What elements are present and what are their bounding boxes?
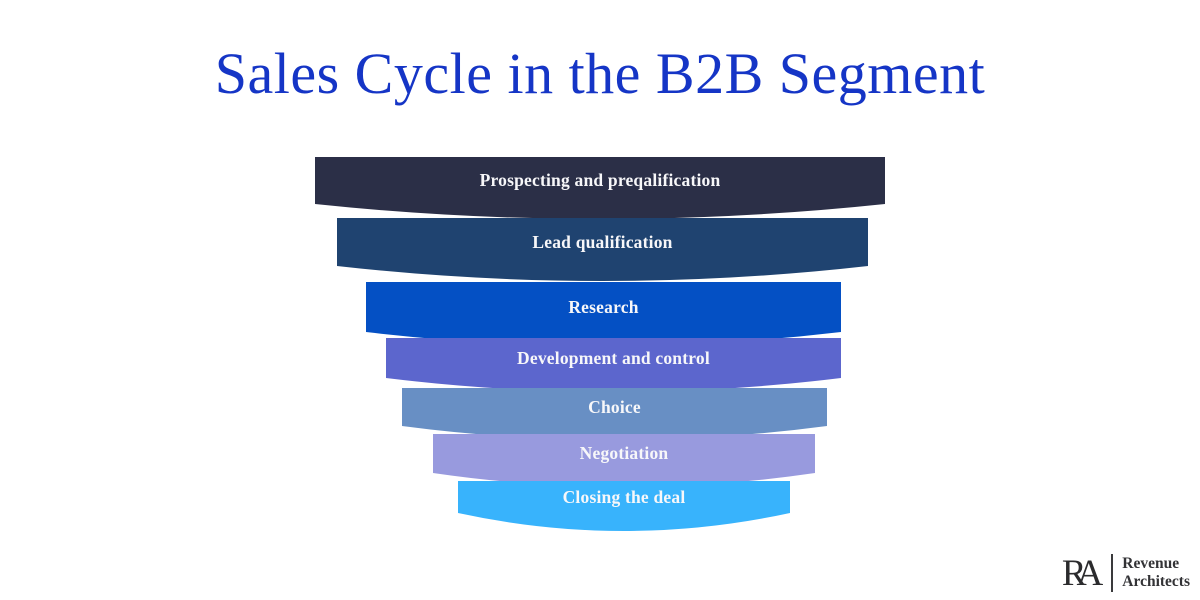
funnel-stage: Closing the deal [458,481,790,531]
funnel-stage: Choice [402,388,827,440]
funnel-stage: Development and control [386,338,841,392]
funnel-stage-shape [402,388,827,440]
funnel-stage-label: Research [568,297,639,317]
revenue-architects-logo: R A Revenue Architects [1062,554,1190,592]
funnel-stage-shape [458,481,790,531]
funnel-stage-shape [433,434,815,487]
funnel-stage-shape [315,157,885,219]
logo-line1: Revenue [1122,554,1180,572]
logo-line2: Architects [1122,573,1190,590]
funnel-stage: Negotiation [433,434,815,487]
funnel-stage-shape [337,218,868,281]
funnel-stage: Lead qualification [337,218,868,281]
funnel-stage: Prospecting and preqalification [315,157,885,219]
ra-monogram-icon: R A [1062,555,1103,592]
funnel-stage-label: Negotiation [579,443,669,463]
logo-divider [1111,554,1114,592]
funnel-stage-shape [366,282,841,346]
logo-text: Revenue Architects [1122,555,1190,592]
monogram-letter-r: R [1061,552,1087,594]
monogram-letter-a: A [1076,552,1104,594]
funnel-stage-label: Prospecting and preqalification [479,170,721,190]
funnel-stage-label: Closing the deal [562,487,686,507]
funnel-stage: Research [366,282,841,346]
funnel-stage-label: Development and control [517,348,710,368]
page-title: Sales Cycle in the B2B Segment [214,41,986,106]
funnel-stage-label: Lead qualification [532,232,673,252]
funnel-stage-label: Choice [588,397,641,417]
funnel-stage-shape [386,338,841,392]
